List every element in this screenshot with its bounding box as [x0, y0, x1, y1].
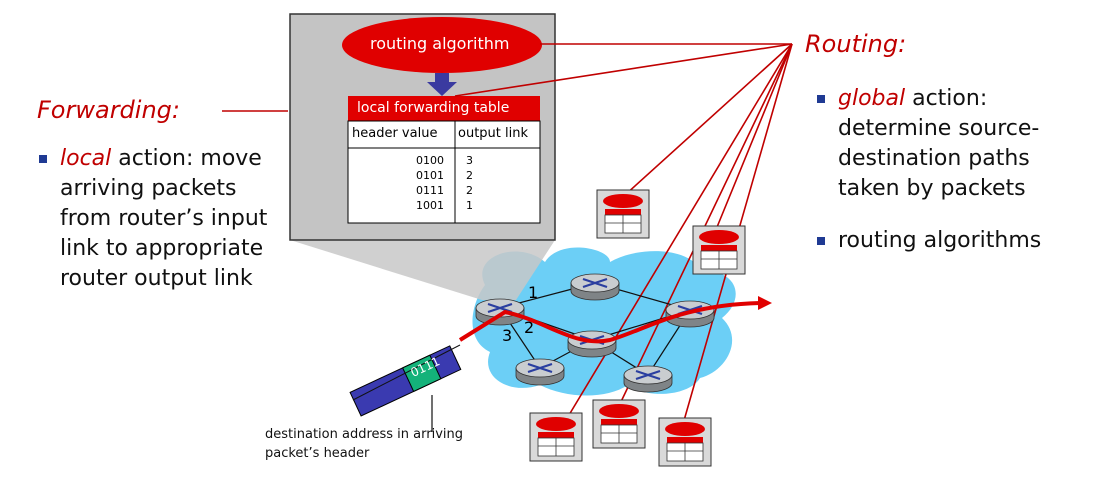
forwarding-bullet-em: local — [60, 146, 112, 171]
mini-table-icon — [592, 399, 646, 449]
router-icon — [475, 298, 525, 326]
packet-path-arrow — [458, 301, 761, 344]
table-row-link: 1 — [466, 199, 473, 212]
routing-heading: Routing: — [805, 30, 907, 58]
table-row-link: 2 — [466, 184, 473, 197]
packet — [349, 345, 462, 417]
caption-line-1: destination address in arriving — [265, 427, 463, 442]
down-arrow-icon — [427, 73, 457, 96]
forwarding-line-4: router output link — [60, 266, 253, 291]
routing-bullet1-line: global action: — [838, 84, 987, 113]
table-row-link: 3 — [466, 154, 473, 167]
routing-bullet1-rest: action: — [905, 86, 988, 111]
port-label-2: 2 — [524, 318, 535, 337]
mini-table-icon — [596, 189, 650, 239]
forwarding-bullet-rest: action: move — [111, 146, 262, 171]
forwarding-line-3: link to appropriate — [60, 236, 264, 261]
forwarding-bullet-icon — [39, 155, 47, 163]
routing-bullet2: routing algorithms — [838, 228, 1042, 253]
routing-line-2: destination paths — [838, 146, 1030, 171]
port-label-1: 1 — [528, 283, 539, 302]
mini-table-icons — [529, 189, 746, 467]
router-icon — [623, 365, 673, 393]
routing-bullet2-icon — [817, 237, 825, 245]
router-icon — [567, 330, 617, 358]
forwarding-line-2: from router’s input — [60, 206, 268, 231]
router-icon — [570, 273, 620, 301]
table-row-header: 0111 — [416, 184, 444, 197]
mini-table-icon — [658, 417, 712, 467]
router-icon — [515, 358, 565, 386]
mini-table-icon — [692, 225, 746, 275]
table-row-header: 0100 — [416, 154, 444, 167]
table-row-header: 1001 — [416, 199, 444, 212]
zoom-funnel — [290, 240, 555, 300]
forwarding-bullet-line: local action: move — [60, 144, 262, 173]
routing-line-1: determine source- — [838, 116, 1040, 141]
routing-bullet1-em: global — [838, 86, 906, 111]
caption-line-2: packet’s header — [265, 446, 370, 461]
forwarding-line-1: arriving packets — [60, 176, 237, 201]
table-body — [347, 120, 541, 224]
routing-bullet1-icon — [817, 95, 825, 103]
mini-table-icon — [529, 412, 583, 462]
port-label-3: 3 — [502, 326, 513, 345]
table-title-bar — [348, 96, 540, 121]
packet-shadow-line — [352, 344, 461, 401]
network-cloud — [472, 247, 736, 396]
forwarding-heading: Forwarding: — [37, 96, 180, 124]
routing-algorithm-label: routing algorithm — [370, 34, 510, 53]
table-row-link: 2 — [466, 169, 473, 182]
packet-path-arrowhead — [758, 296, 772, 310]
table-title: local forwarding table — [357, 100, 510, 116]
routing-line-3: taken by packets — [838, 176, 1026, 201]
table-header-link: output link — [458, 126, 529, 141]
table-row-header: 0101 — [416, 169, 444, 182]
table-header-value: header value — [352, 126, 438, 141]
routing-algorithm-ellipse — [342, 17, 542, 73]
